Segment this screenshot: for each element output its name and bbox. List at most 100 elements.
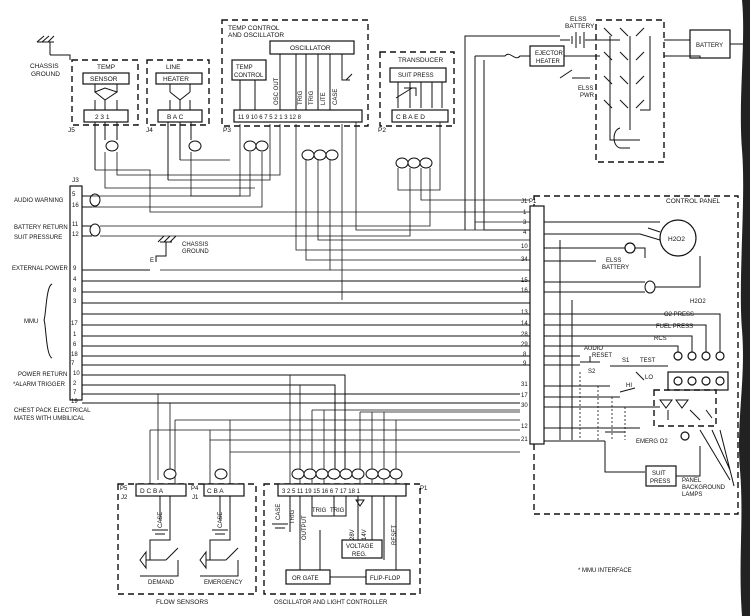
- j3-pin-0: 5: [72, 192, 76, 198]
- control-panel: CONTROL PANEL J1 P1 1 3 4 10 34 15 16 13…: [521, 195, 739, 515]
- mmu-brace: [43, 283, 53, 359]
- indicator-h2o2: H2O2: [690, 299, 706, 305]
- elss-battery-area: ELSS BATTERY EJECTOR HEATER ELSS PWR BAT…: [464, 16, 746, 230]
- j1-p1-jack: J1 P1: [521, 199, 537, 205]
- indicator-o2-press: O2 PRESS: [664, 312, 694, 318]
- label-audio-warning: AUDIO WARNING: [14, 198, 64, 204]
- cp-pin-7: 13: [521, 310, 528, 316]
- elss-pwr-label-2: PWR: [580, 93, 595, 99]
- temp-control-title-2: AND OSCILLATOR: [228, 32, 284, 39]
- temp-control-inner-2: CONTROL: [234, 73, 264, 79]
- j1-jack: J1: [192, 495, 199, 501]
- cp-pin-15: 30: [521, 403, 528, 409]
- reset-label: RESET: [592, 353, 612, 359]
- emerg-o2-label: EMERG O2: [636, 439, 668, 445]
- osc-case-label: CASE: [276, 504, 282, 520]
- label-suit-pressure: SUIT PRESSURE: [14, 235, 62, 241]
- footnote-mmu-interface: * MMU INTERFACE: [578, 568, 632, 574]
- label-external-power: EXTERNAL POWER: [12, 266, 68, 272]
- signal-trig-2: TRIG: [309, 90, 315, 105]
- osc-signal-14v: 14V: [362, 529, 368, 540]
- elss-battery-lamp: [624, 242, 636, 254]
- cp-pin-3: 10: [521, 244, 528, 250]
- demand-label: DEMAND: [148, 580, 175, 586]
- switch-test: TEST: [640, 358, 656, 364]
- temp-control-title-1: TEMP CONTROL: [228, 25, 280, 32]
- switch-hi: HI: [626, 383, 632, 389]
- transducer-inner: SUIT PRESS: [398, 73, 434, 79]
- signal-osc-out: OSC OUT: [274, 77, 280, 105]
- line-jack: J4: [146, 127, 153, 134]
- switch-s1: S1: [622, 358, 630, 364]
- suit-press-label-2: PRESS: [650, 479, 670, 485]
- cp-pin-14: 17: [521, 393, 528, 399]
- osc-pins: 3 2 5 11 19 15 16 6 7 17 18 1: [282, 489, 361, 495]
- j3-pin-3: 12: [72, 232, 79, 238]
- ejector-heater-label-2: HEATER: [536, 59, 561, 65]
- voltage-reg-1: VOLTAGE: [346, 544, 373, 550]
- cp-pin-8: 14: [521, 321, 528, 327]
- j3-pin-16: 19: [71, 399, 78, 405]
- signal-lite: LITE: [321, 92, 327, 105]
- audio-label: AUDIO: [584, 346, 603, 352]
- temp-pins: 2 3 1: [95, 114, 110, 121]
- temp-title: TEMP: [97, 64, 115, 71]
- temp-control-pins: 11 9 10 6 7 5 2 1 3 12 8: [238, 115, 302, 121]
- case-label-1: CASE: [158, 512, 164, 528]
- battery-box-label: BATTERY: [696, 43, 723, 49]
- osc-signal-reset: RESET: [392, 525, 398, 545]
- panel-lamps-2: BACKGROUND: [682, 485, 726, 491]
- cp-pin-0: 1: [523, 210, 527, 216]
- case-label-2: CASE: [218, 512, 224, 528]
- chest-pack-caption-1: CHEST PACK ELECTRICAL: [14, 408, 91, 414]
- switch-lamp-1: [673, 376, 683, 386]
- panel-lamps-1: PANEL: [682, 478, 702, 484]
- interconnect-wires: [92, 122, 530, 484]
- page-edge-shadow: [739, 0, 750, 616]
- indicator-rcs: RCS: [654, 336, 667, 342]
- j2-jack: J2: [121, 495, 128, 501]
- label-alarm-trigger: *ALARM TRIGGER: [13, 382, 66, 388]
- cp-pin-9: 28: [521, 332, 528, 338]
- temp-sensor-module: TEMP SENSOR 2 3 1 J5: [68, 59, 139, 170]
- cp-pin-5: 15: [521, 278, 528, 284]
- cp-elss-battery-2: BATTERY: [602, 265, 629, 271]
- cp-pin-16: 12: [521, 424, 528, 430]
- indicator-lamp-1: [673, 351, 683, 361]
- top-chassis-ground-label-2: GROUND: [31, 71, 60, 78]
- osc-signal-trig-1: TRIG: [290, 509, 296, 524]
- j3-pin-5: 4: [73, 277, 77, 283]
- temp-sensor-label: SENSOR: [90, 76, 118, 83]
- indicator-lamp-3: [701, 351, 711, 361]
- j3-pin-13: 10: [73, 371, 80, 377]
- flow-sensors-module: P5 J2 P4 J1 D C B A C B A CASE CASE DEMA…: [117, 468, 257, 606]
- j3-pin-2: 11: [72, 222, 79, 228]
- osc-signal-trig-3: TRIG: [330, 508, 345, 514]
- p4-pins: C B A: [207, 488, 224, 495]
- line-title: LINE: [166, 64, 181, 71]
- j3-pin-8: 17: [71, 321, 78, 327]
- e-label: E: [150, 258, 154, 264]
- j3-pin-15: 7: [73, 390, 77, 396]
- signal-case: CASE: [333, 89, 339, 105]
- j3-pin-12: 7: [71, 361, 75, 367]
- cp-pin-11: 8: [523, 352, 527, 358]
- ejector-heater-label-1: EJECTOR: [535, 51, 564, 57]
- line-pins: B A C: [167, 114, 184, 121]
- transducer-pins: C B A E D: [396, 114, 425, 121]
- cp-pin-10: 29: [521, 342, 528, 348]
- voltage-reg-2: REG.: [352, 552, 367, 558]
- transducer-module: TRANSDUCER SUIT PRESS C B A E D P2: [378, 51, 455, 169]
- cp-pin-1: 3: [523, 220, 527, 226]
- line-heater-label: HEATER: [163, 76, 189, 83]
- panel-lamps-3: LAMPS: [682, 492, 702, 498]
- indicator-lamp-4: [715, 351, 725, 361]
- osc-jack: P1: [420, 486, 428, 492]
- p4-jack: P4: [191, 486, 199, 492]
- emergency-label: EMERGENCY: [204, 580, 243, 586]
- top-chassis-ground: CHASSIS GROUND: [30, 35, 71, 78]
- switch-lamp-4: [715, 376, 725, 386]
- switch-s2: S2: [588, 369, 596, 375]
- label-power-return: POWER RETURN: [18, 372, 67, 378]
